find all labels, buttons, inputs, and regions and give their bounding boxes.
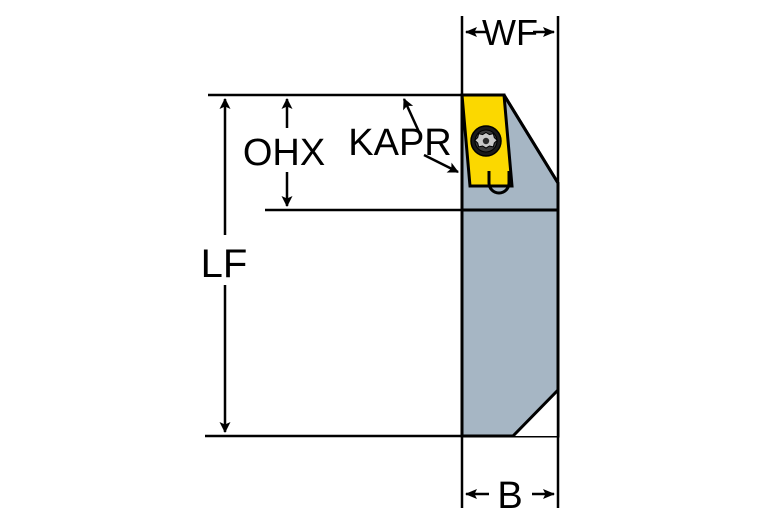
kapr-leader-line-top xyxy=(402,98,421,133)
ohx-label: OHX xyxy=(243,132,325,174)
insert-seat-notch xyxy=(487,171,511,195)
dimension-ohx: OHX xyxy=(243,98,325,207)
dimension-kapr: KAPR xyxy=(348,98,459,174)
dimension-wf: WF xyxy=(460,12,560,508)
torx-clamp-screw xyxy=(470,125,502,157)
dimension-b: B xyxy=(460,436,555,517)
kapr-label: KAPR xyxy=(348,122,451,164)
b-label: B xyxy=(497,475,522,517)
cutting-insert-group xyxy=(460,93,514,195)
kapr-leader-line-edge xyxy=(423,153,459,174)
dimension-lf: LF xyxy=(201,98,248,433)
lf-label: LF xyxy=(201,242,248,286)
screw-torx-center xyxy=(482,137,490,145)
wf-label: WF xyxy=(482,12,538,53)
